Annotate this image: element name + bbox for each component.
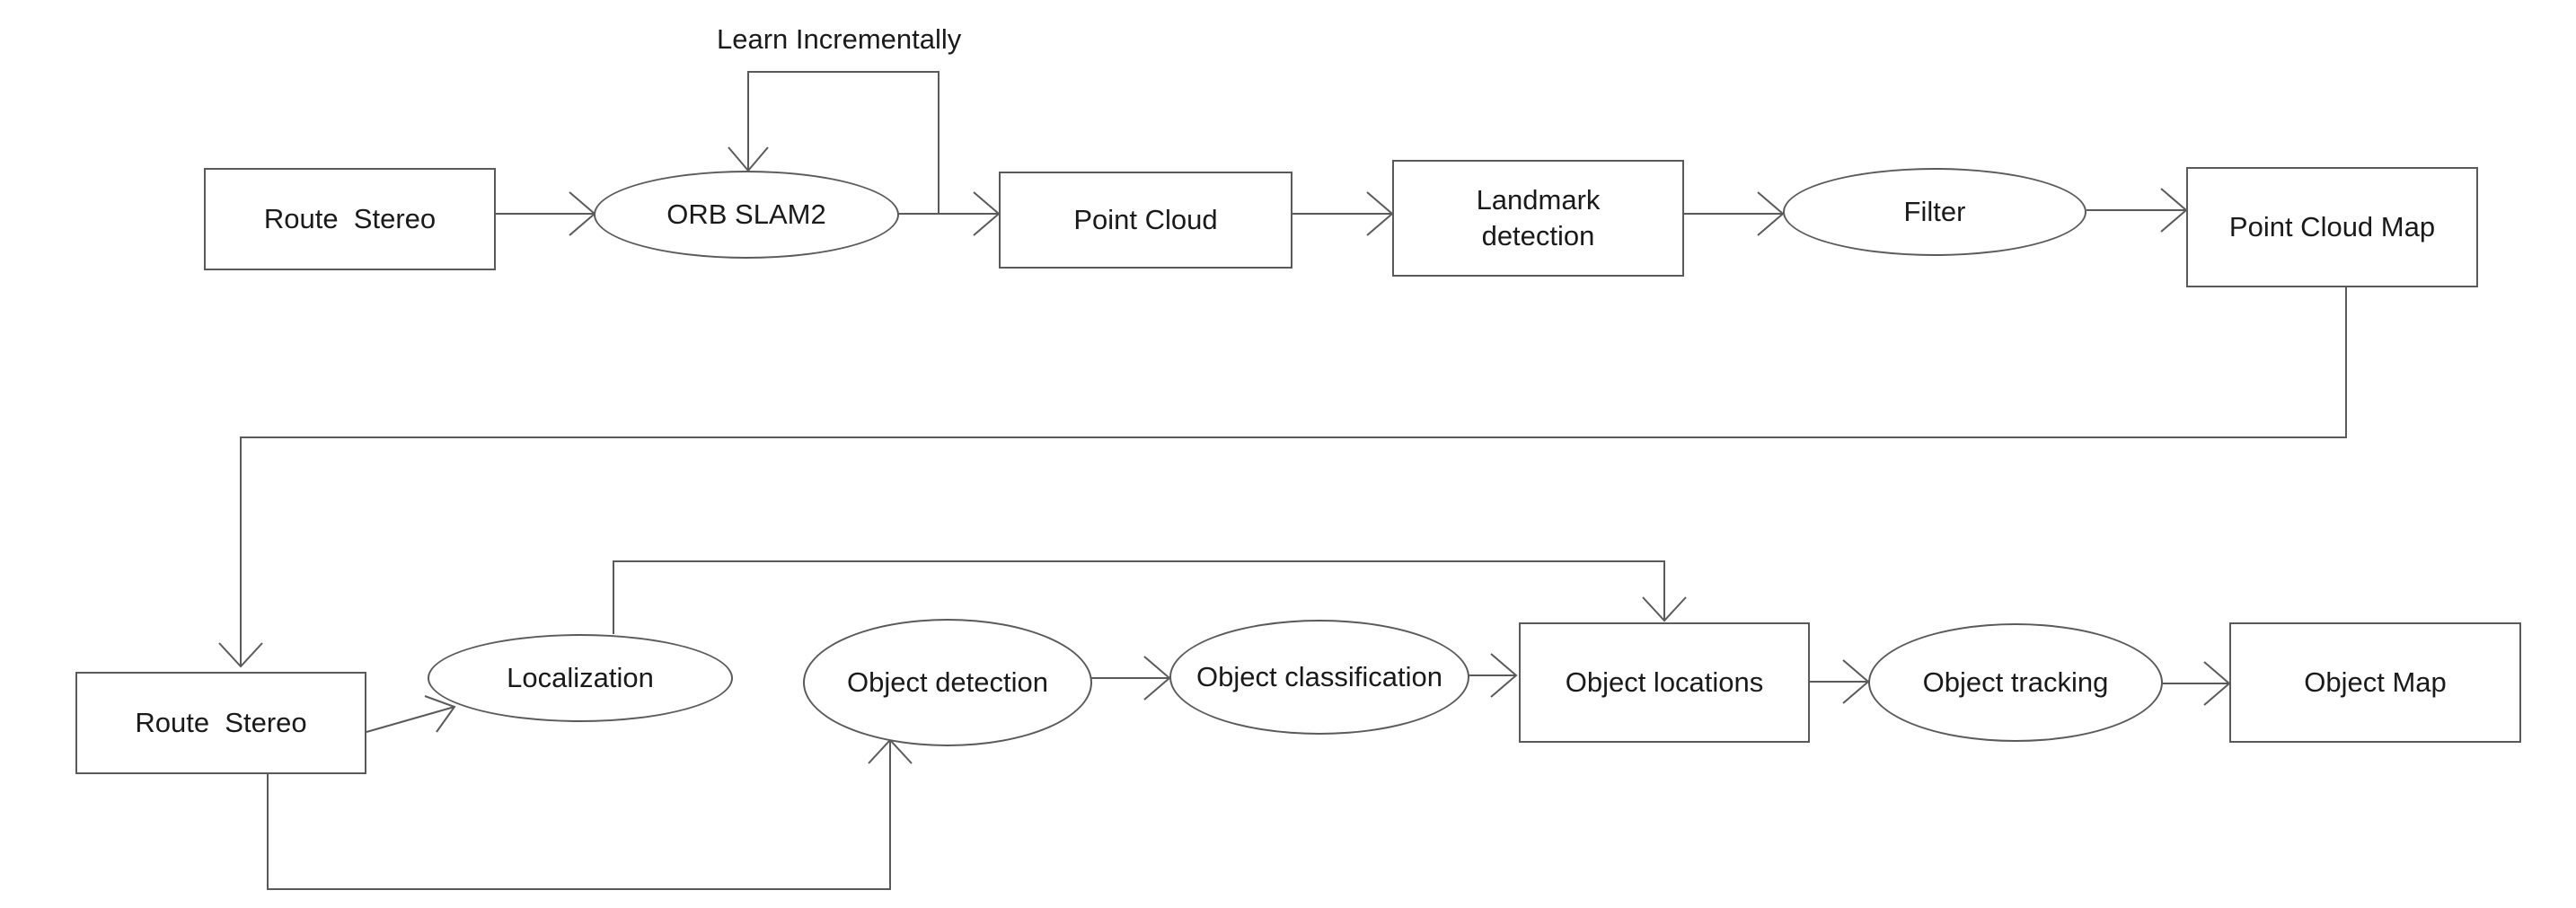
route-stereo-bottom-box[interactable]: Route Stereo (75, 672, 366, 774)
object-locations-label: Object locations (1565, 666, 1764, 698)
landmark-detection-box[interactable]: Landmark detection (1392, 160, 1684, 277)
localization-oval[interactable]: Localization (428, 634, 733, 722)
point-cloud-map-label: Point Cloud Map (2228, 210, 2436, 242)
arrow-object-detection-to-classification (1090, 656, 1171, 701)
route-stereo-bottom-label: Route Stereo (135, 706, 307, 738)
arrow-orb-slam2-to-point-cloud (939, 191, 1001, 236)
localization-label: Localization (507, 661, 654, 693)
object-locations-box[interactable]: Object locations (1519, 622, 1810, 743)
arrow-point-cloud-map-to-route-stereo (218, 287, 2347, 668)
arrow-filter-to-point-cloud-map (2086, 188, 2188, 233)
orb-slam2-label: ORB SLAM2 (666, 198, 826, 230)
object-detection-oval[interactable]: Object detection (803, 619, 1092, 746)
arrow-tracking-to-object-map (2160, 661, 2231, 706)
arrow-object-locations-to-tracking (1808, 659, 1870, 704)
object-classification-oval[interactable]: Object classification (1169, 620, 1469, 735)
landmark-detection-label: Landmark detection (1476, 183, 1601, 251)
arrow-classification-to-object-locations (1467, 653, 1518, 698)
object-detection-label: Object detection (846, 666, 1049, 698)
route-stereo-top-label: Route Stereo (263, 202, 437, 234)
arrow-landmark-to-filter (1684, 191, 1785, 236)
object-tracking-label: Object tracking (1922, 666, 2109, 698)
arrow-localization-to-object-locations (613, 560, 1687, 634)
object-classification-label: Object classification (1196, 660, 1442, 692)
point-cloud-map-box[interactable]: Point Cloud Map (2186, 167, 2478, 287)
point-cloud-box[interactable]: Point Cloud (999, 172, 1292, 269)
filter-label: Filter (1903, 195, 1966, 227)
filter-oval[interactable]: Filter (1783, 168, 2086, 256)
object-tracking-oval[interactable]: Object tracking (1868, 623, 2163, 742)
object-map-box[interactable]: Object Map (2229, 622, 2521, 743)
orb-slam2-oval[interactable]: ORB SLAM2 (594, 171, 899, 259)
arrow-point-cloud-to-landmark (1292, 191, 1394, 236)
learn-incrementally-label: Learn Incrementally (717, 23, 962, 55)
point-cloud-label: Point Cloud (1073, 203, 1218, 235)
arrow-route-stereo-to-orb-slam2 (496, 191, 596, 236)
route-stereo-top-box[interactable]: Route Stereo (204, 168, 496, 270)
object-map-label: Object Map (2304, 666, 2447, 698)
arrow-route-stereo-to-localization (366, 695, 456, 733)
